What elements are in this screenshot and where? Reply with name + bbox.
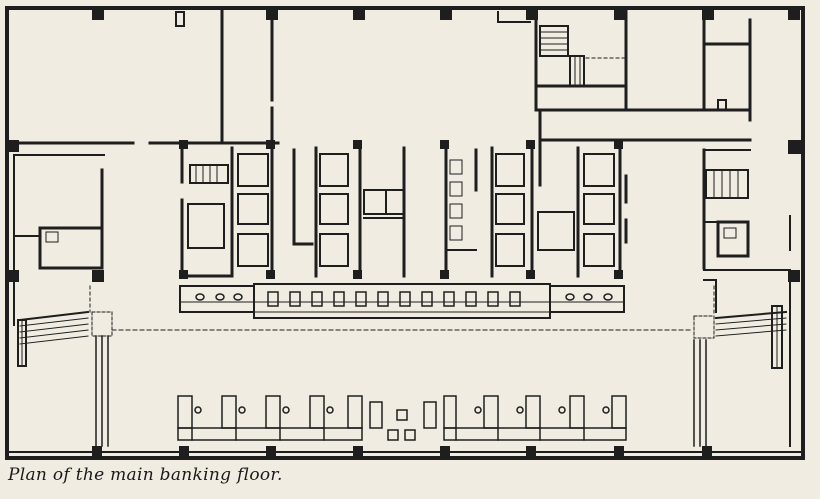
outer-walls [5, 6, 805, 460]
upper-stair [539, 25, 625, 87]
left-wing-rooms [13, 154, 105, 326]
upper-partitions [5, 8, 752, 187]
dashed-beam-line [89, 285, 715, 339]
teller-windows [195, 291, 613, 307]
service-core [180, 146, 628, 278]
floor-plan-drawing [5, 6, 805, 460]
right-entry-stair [693, 281, 791, 447]
figure-caption: Plan of the main banking floor. [8, 465, 283, 485]
right-wing-rooms [702, 148, 791, 281]
banking-counter [179, 283, 625, 319]
customer-booths [177, 395, 627, 441]
left-entry-stair [17, 310, 109, 447]
